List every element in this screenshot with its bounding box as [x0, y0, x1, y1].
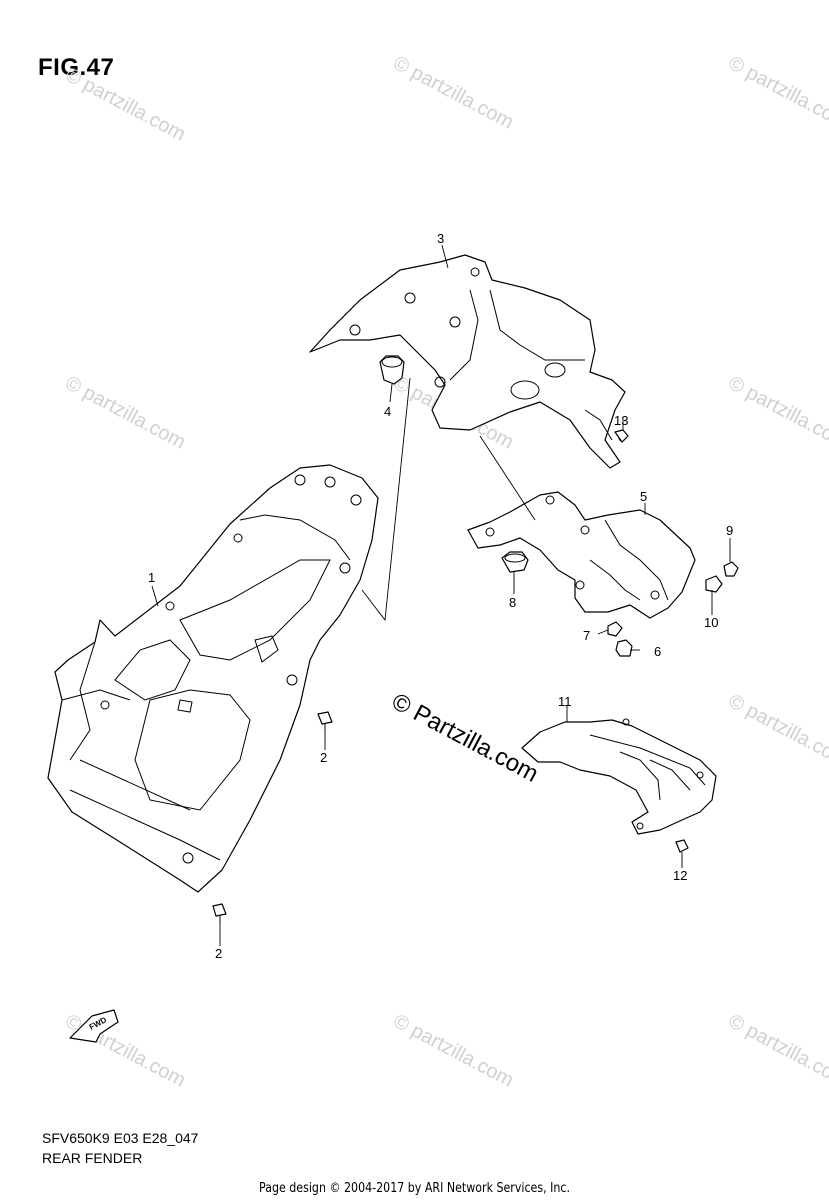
bolt-part: [615, 639, 633, 657]
callout-number: 10: [704, 615, 718, 630]
license-bracket-part: [521, 718, 717, 835]
callout-number: 5: [640, 489, 647, 504]
bolt-part: [212, 903, 227, 922]
callout-number: 4: [384, 404, 391, 419]
bolt-part: [317, 711, 333, 730]
callout-number: 6: [654, 644, 661, 659]
cushion-part: [501, 551, 529, 573]
nut-part: [607, 621, 623, 637]
callout-number: 1: [148, 570, 155, 585]
clip-part: [705, 575, 723, 593]
diagram-code: SFV650K9 E03 E28_047: [42, 1130, 199, 1146]
cushion-part: [379, 355, 405, 385]
bolt-part: [675, 839, 689, 853]
callout-number: 12: [673, 868, 687, 883]
callout-number: 3: [437, 231, 444, 246]
figure-title: FIG.47: [38, 54, 115, 81]
lower-bracket-part: [467, 491, 696, 619]
callout-leaders: [151, 244, 731, 946]
bolt-part: [723, 561, 739, 577]
upper-bracket-part: [309, 254, 626, 469]
section-name: REAR FENDER: [42, 1150, 143, 1166]
callout-number: 11: [558, 694, 572, 709]
rear-fender-part: [47, 464, 379, 893]
callout-number: 8: [509, 595, 516, 610]
callout-number: 9: [726, 523, 733, 538]
callout-number: 7: [583, 628, 590, 643]
forward-direction-arrow-icon: FWD: [69, 1009, 119, 1043]
assembly-guide-lines: [361, 377, 536, 622]
callout-number: 2: [320, 750, 327, 765]
callout-number: 13: [614, 413, 628, 428]
callout-number: 2: [215, 946, 222, 961]
page-credit: Page design © 2004-2017 by ARI Network S…: [259, 1181, 570, 1196]
bolt-part: [614, 429, 629, 443]
